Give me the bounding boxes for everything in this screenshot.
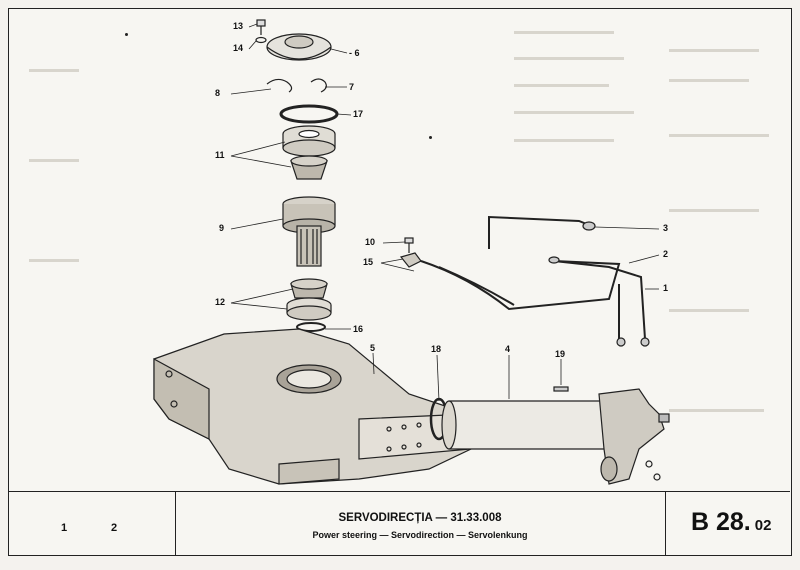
callout-17: 17 <box>353 109 364 119</box>
bleed-through-text <box>514 57 624 60</box>
plate-code: B 28. <box>691 508 751 536</box>
cover-cap-part <box>266 33 332 61</box>
callout-4: 4 <box>505 344 511 354</box>
bleed-through-text <box>669 49 759 52</box>
callout-10: 10 <box>365 237 376 247</box>
bleed-through-text <box>669 79 749 82</box>
bleed-through-text <box>514 31 614 34</box>
callout-16: 16 <box>353 324 364 334</box>
ink-speck <box>125 33 128 36</box>
callout-5: 5 <box>370 343 376 353</box>
callout-19: 19 <box>555 349 566 359</box>
callout-9: 9 <box>219 223 225 233</box>
snap-ring-part <box>296 322 326 332</box>
callout-3: 3 <box>663 223 669 233</box>
callout-6: - 6 <box>349 48 360 58</box>
leader-lines <box>230 23 660 402</box>
callout-13: 13 <box>233 21 244 31</box>
page-subtitle: Power steering — Servodirection — Servol… <box>312 530 528 540</box>
bleed-through-text <box>514 111 634 114</box>
bearing-cone-part <box>290 155 328 180</box>
callout-2: 2 <box>663 249 669 259</box>
bleed-through-text <box>669 209 759 212</box>
parts-illustration <box>153 19 670 485</box>
callout-14: 14 <box>233 43 244 53</box>
callout-15: 15 <box>363 257 374 267</box>
pipe-fitting-part <box>548 256 560 264</box>
callout-11: 11 <box>215 150 225 160</box>
pressure-pipe-part <box>420 215 646 340</box>
bleed-through-text <box>514 84 609 87</box>
page-title: SERVODIRECȚIA — 31.33.008 <box>338 512 502 524</box>
bleed-through-text <box>669 134 769 137</box>
column-1-label: 1 <box>61 522 68 534</box>
plate-number-cell: B 28.02 <box>665 492 790 555</box>
plate-suffix: 02 <box>754 517 772 534</box>
bleed-through-text <box>669 409 764 412</box>
bleed-through-text <box>29 69 79 72</box>
callout-12: 12 <box>215 297 226 307</box>
steering-housing-part <box>153 328 472 485</box>
column-numbers-cell: 1 2 <box>9 492 176 555</box>
plate-number: B 28.02 <box>691 508 771 537</box>
column-2-label: 2 <box>111 522 118 534</box>
title-cell: SERVODIRECȚIA — 31.33.008 Power steering… <box>175 492 666 555</box>
bleed-through-text <box>514 139 614 142</box>
callout-8: 8 <box>215 88 221 98</box>
bleed-through-text <box>669 309 749 312</box>
catalog-sheet: 13 14 - 6 8 7 17 11 9 10 15 12 16 5 18 4… <box>8 8 792 556</box>
bearing-upper-part <box>282 125 336 157</box>
pipe-fitting-part <box>616 337 626 347</box>
cylinder-tube-part <box>441 400 610 450</box>
clip-right-part <box>310 78 327 93</box>
o-ring-part <box>279 104 339 124</box>
gear-shaft-part <box>282 196 336 267</box>
washer-part <box>255 36 267 44</box>
callout-7: 7 <box>349 82 355 92</box>
bleed-through-text <box>29 159 79 162</box>
callout-18: 18 <box>431 344 442 354</box>
ink-speck <box>429 136 432 139</box>
clip-left-part <box>266 78 293 93</box>
bearing-lower-part <box>286 278 332 321</box>
pin-part <box>553 386 569 392</box>
title-block: 1 2 SERVODIRECȚIA — 31.33.008 Power stee… <box>9 491 790 555</box>
callout-1: 1 <box>663 283 669 293</box>
exploded-view-drawing: 13 14 - 6 8 7 17 11 9 10 15 12 16 5 18 4… <box>9 9 793 491</box>
bolt-part <box>256 19 266 35</box>
bleed-through-text <box>29 259 79 262</box>
pipe-fitting-part <box>640 337 650 347</box>
valve-body-part <box>598 388 670 485</box>
pipe-fitting-part <box>582 221 596 231</box>
